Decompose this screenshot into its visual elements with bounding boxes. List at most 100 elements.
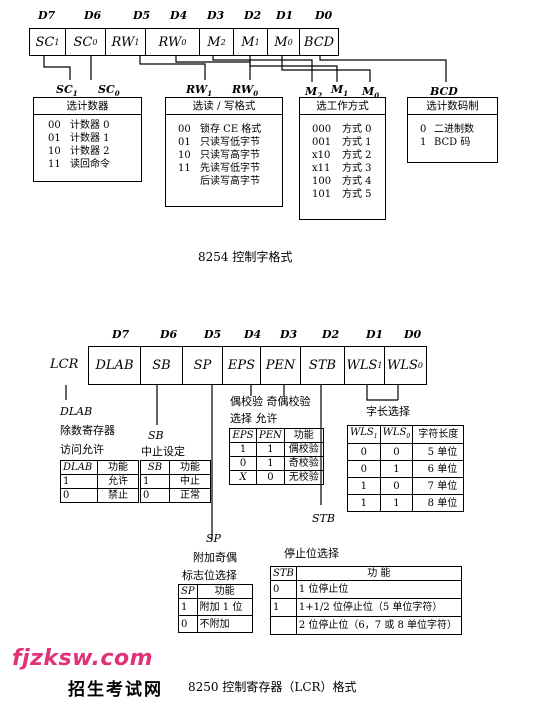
cell-pen: PEN [261, 347, 301, 384]
box-title: 选工作方式 [300, 98, 385, 115]
cell-sb: SB [141, 347, 183, 384]
bit-label: D5 [133, 9, 151, 22]
lcr-label: LCR [50, 357, 79, 372]
box-title: 选计数码制 [408, 98, 497, 115]
bit-label: D1 [366, 328, 384, 341]
bit-label: D1 [276, 9, 294, 22]
sp-name: SP [206, 532, 221, 545]
bit-label: D6 [84, 9, 102, 22]
rw1-label: RW1 [186, 83, 213, 99]
bcd-label: BCD [430, 85, 458, 98]
parity-desc1: 偶校验 奇偶校验 [230, 395, 311, 408]
m1-label: M1 [331, 83, 349, 99]
cell-eps: EPS [223, 347, 261, 384]
table-row: 2 位停止位（6，7 或 8 单位字符） [270, 616, 462, 635]
box-title: 选计数器 [34, 98, 141, 115]
caption-8254: 8254 控制字格式 [198, 250, 293, 264]
sp-desc1: 附加奇偶 [193, 551, 237, 564]
wls-desc: 字长选择 [366, 405, 410, 418]
cell-dlab: DLAB [89, 347, 141, 384]
bit-label: D5 [204, 328, 222, 341]
bit-label: D7 [112, 328, 130, 341]
sp-desc2: 标志位选择 [182, 569, 237, 582]
bit-label: D4 [170, 9, 188, 22]
bit-label: D3 [207, 9, 225, 22]
list-item: 后读写高字节 [200, 176, 260, 187]
stb-desc: 停止位选择 [284, 547, 339, 560]
stb-name: STB [312, 512, 335, 525]
bit-label: D6 [160, 328, 178, 341]
bit-label: D4 [244, 328, 262, 341]
sc1-label: SC1 [56, 83, 78, 99]
cell-stb: STB [301, 347, 345, 384]
sc0-label: SC0 [98, 83, 120, 99]
bit-label: D3 [280, 328, 298, 341]
bit-label: D2 [244, 9, 262, 22]
rw0-label: RW0 [232, 83, 259, 99]
table-header: WLS1 WLS0 字符长度 [347, 425, 465, 444]
dlab-desc1: 除数寄存器 [60, 424, 115, 437]
watermark-slogan: 招生考试网 [68, 680, 163, 700]
box-title: 选读 / 写格式 [166, 98, 282, 115]
sb-desc: 中止设定 [141, 445, 185, 458]
bit-label: D7 [38, 9, 56, 22]
dlab-desc2: 访问允许 [60, 443, 104, 456]
bit-label: D0 [315, 9, 333, 22]
watermark-logo: fjzksw.com [12, 646, 153, 671]
dlab-name: DLAB [60, 405, 93, 418]
sb-name: SB [148, 429, 164, 442]
